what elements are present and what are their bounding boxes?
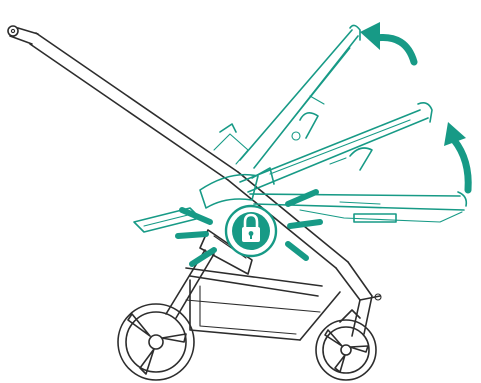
seat-backrest-flat [250,192,466,222]
seat-base [200,124,274,208]
lock-indicator [178,192,320,264]
basket-frame [186,280,340,340]
push-handle [8,26,348,268]
curved-arrow-icon [360,22,414,62]
curved-arrow-icon [444,122,468,190]
rear-wheel [118,304,194,380]
stroller-frame [8,26,381,340]
front-leg [336,262,381,336]
seat-backrest-reclined [240,103,432,192]
